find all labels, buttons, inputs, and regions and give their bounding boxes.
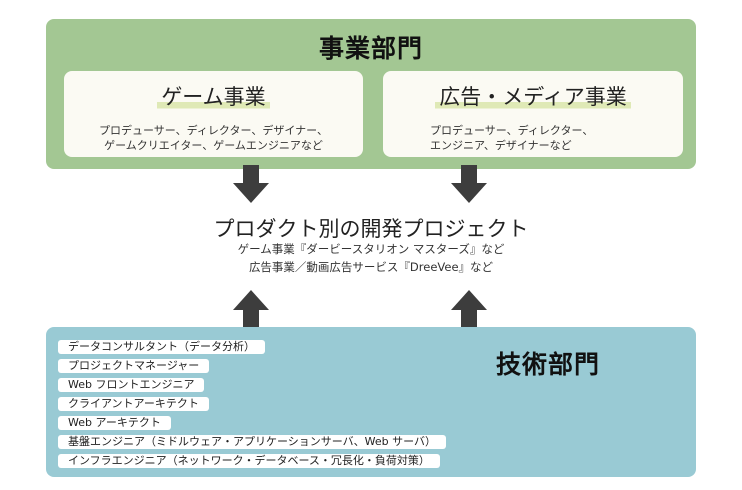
tech-role-item: 基盤エンジニア（ミドルウェア・アプリケーションサーバ、Web サーバ） — [58, 435, 447, 449]
game-business-card: ゲーム事業 プロデューサー、ディレクター、デザイナー、 ゲームクリエイター、ゲー… — [64, 71, 363, 157]
game-business-roles: プロデューサー、ディレクター、デザイナー、 ゲームクリエイター、ゲームエンジニア… — [64, 123, 363, 153]
project-example-ad: 広告事業／動画広告サービス『DreeVee』など — [248, 260, 494, 274]
technology-division-box: 技術部門 データコンサルタント（データ分析） プロジェクトマネージャー Web … — [46, 327, 696, 477]
ad-media-business-card: 広告・メディア事業 プロデューサー、ディレクター、 エンジニア、デザイナーなど — [383, 71, 683, 157]
up-arrow-right-icon — [451, 290, 487, 330]
game-business-title: ゲーム事業 — [157, 81, 270, 111]
game-business-title-wrap: ゲーム事業 — [64, 81, 363, 111]
ad-media-business-title: 広告・メディア事業 — [435, 81, 631, 111]
up-arrow-left-icon — [233, 290, 269, 330]
tech-role-item: インフラエンジニア（ネットワーク・データベース・冗長化・負荷対策） — [58, 454, 440, 468]
tech-role-item: Web フロントエンジニア — [58, 378, 205, 392]
project-title: プロダクト別の開発プロジェクト — [213, 217, 529, 241]
tech-role-item: Web アーキテクト — [58, 416, 171, 430]
ad-media-business-roles: プロデューサー、ディレクター、 エンジニア、デザイナーなど — [430, 123, 593, 153]
technology-division-title: 技術部門 — [496, 350, 601, 379]
ad-media-business-title-wrap: 広告・メディア事業 — [383, 81, 683, 111]
business-division-title: 事業部門 — [318, 34, 423, 63]
down-arrow-left-icon — [233, 165, 269, 203]
tech-role-item: クライアントアーキテクト — [58, 397, 209, 411]
ad-media-business-roles-line1: プロデューサー、ディレクター、 — [430, 124, 594, 137]
game-business-roles-line1: プロデューサー、ディレクター、デザイナー、 — [98, 124, 329, 137]
tech-role-item: データコンサルタント（データ分析） — [58, 340, 265, 354]
business-division-box: 事業部門 ゲーム事業 プロデューサー、ディレクター、デザイナー、 ゲームクリエイ… — [46, 19, 696, 169]
game-business-roles-line2: ゲームクリエイター、ゲームエンジニアなど — [104, 139, 323, 152]
ad-media-business-roles-line2: エンジニア、デザイナーなど — [430, 139, 572, 152]
project-example-game: ゲーム事業『ダービースタリオン マスターズ』など — [237, 242, 505, 256]
down-arrow-right-icon — [451, 165, 487, 203]
tech-role-item: プロジェクトマネージャー — [58, 359, 210, 373]
